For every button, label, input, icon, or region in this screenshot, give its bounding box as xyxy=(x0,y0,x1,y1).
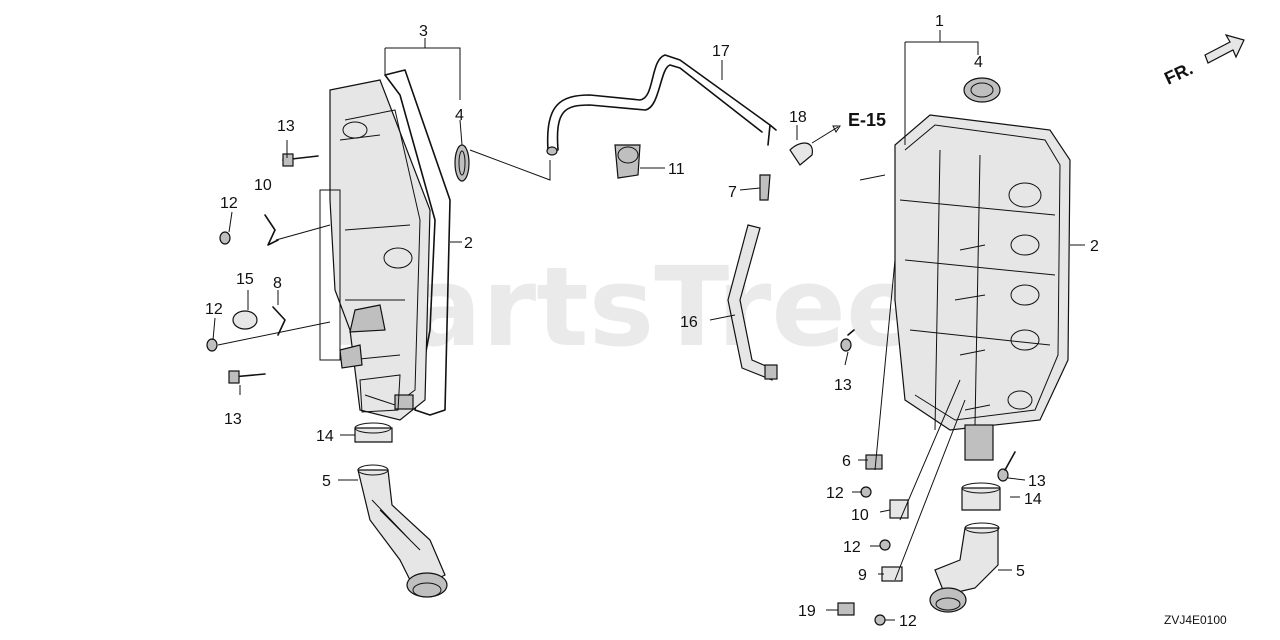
callout-12-right-a[interactable]: 12 xyxy=(826,485,844,502)
callout-13-left-bottom[interactable]: 13 xyxy=(224,411,242,428)
callout-13-right[interactable]: 13 xyxy=(1028,473,1046,490)
callout-numbers: 1 2 2 3 4 4 5 5 6 7 8 9 10 10 11 12 12 1… xyxy=(205,13,1099,630)
leader-lines xyxy=(212,30,1085,621)
reference-e15: E-15 xyxy=(811,110,886,144)
callout-12-right-b[interactable]: 12 xyxy=(843,539,861,556)
reference-label[interactable]: E-15 xyxy=(848,110,886,130)
callout-15[interactable]: 15 xyxy=(236,271,254,288)
callout-10-right[interactable]: 10 xyxy=(851,507,869,524)
left-bolts xyxy=(206,153,319,384)
callout-7[interactable]: 7 xyxy=(728,184,737,201)
left-cover-assembly xyxy=(319,69,470,421)
callout-11[interactable]: 11 xyxy=(668,161,685,178)
breather-tube xyxy=(546,54,813,381)
callout-12-left-bottom[interactable]: 12 xyxy=(205,301,223,318)
callout-6[interactable]: 6 xyxy=(842,453,851,470)
left-hose xyxy=(354,422,448,598)
callout-13-mid[interactable]: 13 xyxy=(834,377,852,394)
callout-13-left-top[interactable]: 13 xyxy=(277,118,295,135)
callout-14-left[interactable]: 14 xyxy=(316,428,334,445)
callout-4-left[interactable]: 4 xyxy=(455,107,464,124)
callout-2-right[interactable]: 2 xyxy=(1090,238,1099,255)
callout-9[interactable]: 9 xyxy=(858,567,867,584)
right-cover-assembly xyxy=(894,77,1071,461)
callout-5-left[interactable]: 5 xyxy=(322,473,331,490)
callout-12-left-top[interactable]: 12 xyxy=(220,195,238,212)
callout-17[interactable]: 17 xyxy=(712,43,730,60)
callout-19[interactable]: 19 xyxy=(798,603,816,620)
callout-5-right[interactable]: 5 xyxy=(1016,563,1025,580)
front-direction-indicator: FR. xyxy=(1161,34,1245,89)
right-hose xyxy=(929,482,1001,613)
callout-18[interactable]: 18 xyxy=(789,109,807,126)
callout-4-right[interactable]: 4 xyxy=(974,54,983,71)
callout-16[interactable]: 16 xyxy=(680,314,698,331)
callout-10-left[interactable]: 10 xyxy=(254,177,272,194)
callout-8[interactable]: 8 xyxy=(273,275,282,292)
diagram-code: ZVJ4E0100 xyxy=(1164,613,1227,627)
callout-1[interactable]: 1 xyxy=(935,13,944,30)
callout-14-right[interactable]: 14 xyxy=(1024,491,1042,508)
callout-3[interactable]: 3 xyxy=(419,23,428,40)
callout-12-right-c[interactable]: 12 xyxy=(899,613,917,630)
callout-2-left[interactable]: 2 xyxy=(464,235,473,252)
direction-label: FR. xyxy=(1161,58,1196,88)
